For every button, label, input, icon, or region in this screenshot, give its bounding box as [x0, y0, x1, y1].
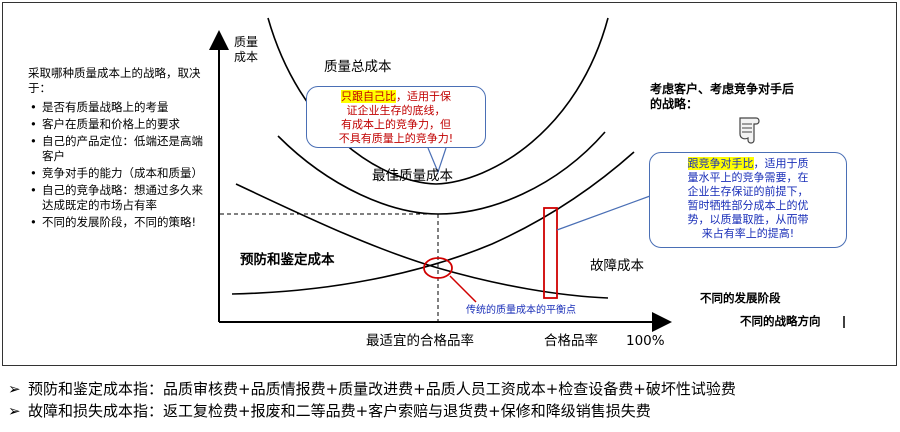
competitor-callout-text-1: ，适用于质: [753, 157, 809, 170]
total-cost-label: 质量总成本: [324, 59, 392, 75]
competitor-comparison-callout: 跟竞争对手比，适用于质 量水平上的竞争需要，在 企业生存保证的前提下， 暂时牺牲…: [649, 152, 847, 248]
pointing-hand-icon: [739, 117, 760, 144]
self-callout-text-4: 不具有质量上的竞争力!: [338, 132, 454, 145]
list-item: 自己的竞争战略：想通过多久来达成既定的市场占有率: [28, 183, 208, 213]
optimal-rate-label: 最适宜的合格品率: [366, 332, 474, 349]
dev-stage-label: 不同的发展阶段: [700, 291, 781, 305]
list-item: 客户在质量和价格上的要求: [28, 117, 208, 132]
failure-cost-definition: ➢ 故障和损失成本指：返工复检费+报废和二等品费+客户索赔与退货费+保修和降级销售…: [8, 400, 736, 422]
prevention-cost-label: 预防和鉴定成本: [240, 251, 335, 268]
strategy-factors-list: 是否有质量战略上的考量 客户在质量和价格上的要求 自己的产品定位：低端还是高端客…: [28, 100, 208, 230]
competitor-callout-text-5: 势，以质量取胜，从而带: [687, 213, 809, 226]
list-item: 是否有质量战略上的考量: [28, 100, 208, 115]
diagram-frame: [2, 2, 897, 366]
balance-point-marker: [423, 257, 453, 279]
strategy-range-marker: [543, 207, 558, 299]
x-axis-max-label: 100%: [626, 333, 665, 349]
self-callout-text-2: 证企业生存的底线，: [346, 104, 446, 117]
self-callout-highlight: 只跟自己比: [341, 90, 396, 103]
competitor-callout-pointer: [556, 195, 651, 231]
competitor-callout-text-6: 来占有率上的提高!: [701, 227, 795, 240]
list-item: 不同的发展阶段，不同的策略!: [28, 215, 208, 230]
prevention-cost-definition-text: 预防和鉴定成本指：品质审核费+品质情报费+质量改进费+品质人员工资成本+检查设备…: [28, 380, 736, 398]
y-axis-label-line1: 质量: [234, 35, 258, 49]
self-comparison-callout: 只跟自己比，适用于保 证企业生存的底线， 有成本上的竞争力，但 不具有质量上的竞…: [306, 86, 486, 148]
competitor-callout-highlight: 跟竞争对手比: [687, 157, 754, 170]
self-callout-text-1: ，适用于保: [396, 90, 451, 103]
arrow-bullet-icon: ➢: [8, 402, 21, 420]
failure-cost-curve: [235, 183, 609, 299]
y-axis-label-line2: 成本: [234, 50, 258, 64]
list-item: 竞争对手的能力（成本和质量）: [28, 166, 208, 181]
prevention-cost-definition: ➢ 预防和鉴定成本指：品质审核费+品质情报费+质量改进费+品质人员工资成本+检查设…: [8, 378, 736, 400]
cost-definitions: ➢ 预防和鉴定成本指：品质审核费+品质情报费+质量改进费+品质人员工资成本+检查设…: [8, 378, 736, 422]
competitor-callout-text-3: 企业生存保证的前提下，: [687, 185, 809, 198]
consider-strategy-label-2: 的战略：: [650, 96, 698, 111]
strategy-factors-intro: 采取哪种质量成本上的战略，取决于：: [28, 66, 201, 95]
consider-strategy-label-1: 考虑客户、考虑竞争对手后: [650, 81, 794, 96]
competitor-callout-text-4: 暂时牺牲部分成本上的优: [687, 199, 809, 212]
competitor-callout-text-2: 量水平上的竞争需要，在: [687, 171, 809, 184]
best-cost-label: 最佳质量成本: [372, 168, 453, 184]
strategy-direction-label: 不同的战略方向: [740, 314, 821, 328]
strategy-factors-panel: 采取哪种质量成本上的战略，取决于： 是否有质量战略上的考量 客户在质量和价格上的…: [28, 66, 208, 232]
best-quality-cost-curve: [277, 131, 606, 215]
balance-point-label: 传统的质量成本的平衡点: [466, 303, 576, 316]
failure-cost-definition-text: 故障和损失成本指：返工复检费+报废和二等品费+客户索赔与退货费+保修和降级销售损…: [28, 402, 651, 420]
arrow-bullet-icon: ➢: [8, 380, 21, 398]
prevention-cost-curve: [231, 151, 635, 295]
self-callout-text-3: 有成本上的竞争力，但: [341, 118, 451, 131]
failure-cost-label: 故障成本: [590, 258, 644, 274]
balance-pointer-line: [449, 275, 477, 303]
x-axis-label: 合格品率: [544, 332, 598, 349]
self-callout-pointer: [427, 147, 447, 174]
list-item: 自己的产品定位：低端还是高端客户: [28, 134, 208, 164]
